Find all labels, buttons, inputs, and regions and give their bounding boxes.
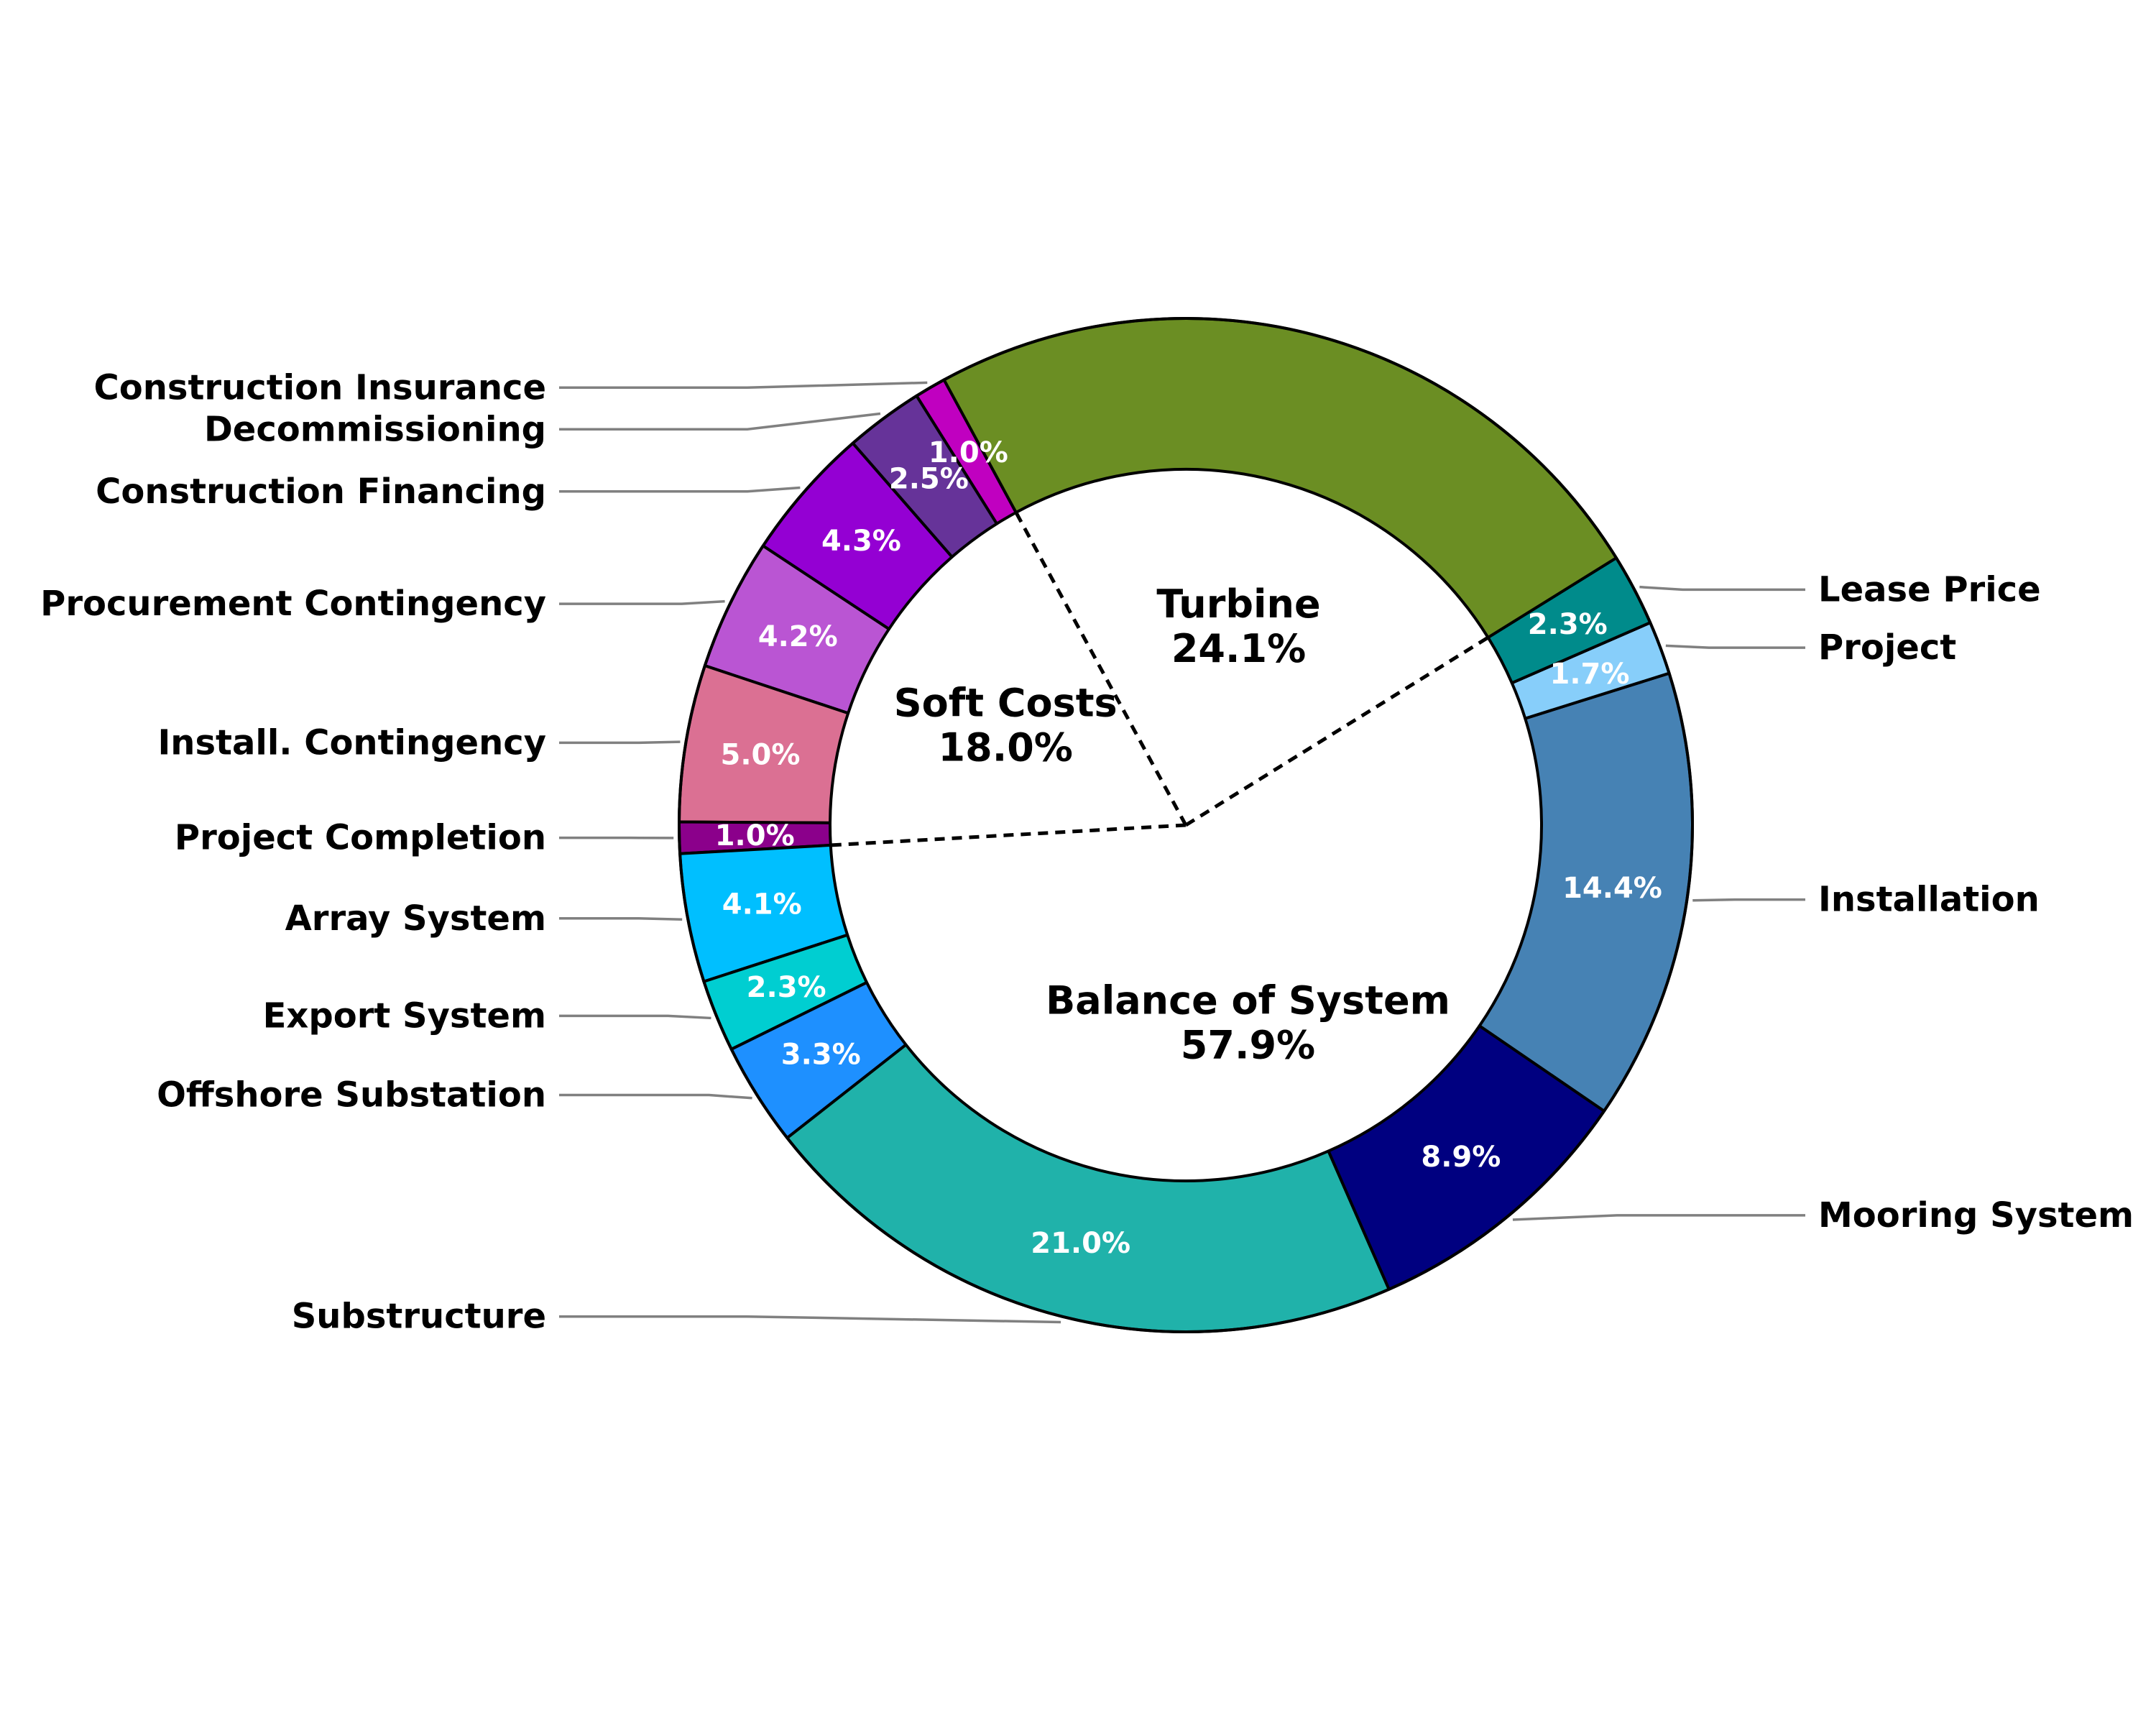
group-divider-3 [1184,635,1489,827]
leader-line-construction-financing [559,486,801,493]
slice-label-group: 1.0%2.5%4.3%4.2%5.0%1.0%4.1%2.3%3.3%21.0… [715,436,1662,1260]
leader-line-export-system [559,1014,711,1020]
outer-label-group: Construction InsuranceDecommissioningCon… [40,367,2134,1336]
group-name-turbine: Turbine [1156,581,1320,627]
outer-label-substructure: Substructure [292,1297,546,1337]
group-divider-group [830,511,1489,847]
leader-line-construction-insurance [559,381,928,390]
outer-label-project: Project [1818,627,1956,668]
outer-label-construction-insurance: Construction Insurance [94,367,546,408]
group-divider-2 [830,823,1187,847]
outer-label-offshore-substation: Offshore Substation [157,1075,546,1116]
outer-label-installation: Installation [1818,880,2040,920]
slice-percent-export-system: 2.3% [747,971,826,1004]
leader-line-installation [1692,898,1805,902]
outer-label-construction-financing: Construction Financing [96,472,546,512]
outer-label-array-system: Array System [285,898,546,939]
group-percent-soft-costs: 18.0% [939,725,1073,770]
outer-label-mooring-system: Mooring System [1818,1195,2134,1236]
slice-percent-project: 1.7% [1550,658,1630,691]
leader-line-procurement-contingency [559,599,725,605]
group-name-soft-costs: Soft Costs [894,681,1118,726]
slice-percent-lease-price: 2.3% [1528,608,1608,641]
leader-line-substructure [559,1315,1061,1324]
slice-percent-procurement-contingency: 4.2% [758,620,838,653]
leader-line-decommissioning [559,412,881,431]
slice-percent-construction-insurance: 1.0% [929,436,1008,469]
slice-substructure [786,1043,1391,1333]
slice-percent-install-contingency: 5.0% [721,738,801,771]
group-name-balance-of-system: Balance of System [1046,978,1450,1023]
slice-percent-mooring-system: 8.9% [1421,1141,1501,1174]
slice-percent-array-system: 4.1% [722,888,802,921]
leader-line-group [559,381,1805,1324]
leader-line-mooring-system [1512,1214,1805,1221]
slice-percent-decommissioning: 2.5% [889,462,969,495]
leader-line-project [1665,644,1805,649]
group-percent-balance-of-system: 57.9% [1181,1022,1315,1067]
slice-percent-construction-financing: 4.3% [821,525,901,558]
slice-percent-substructure: 21.0% [1031,1227,1130,1260]
slice-group [678,317,1694,1333]
outer-label-install-contingency: Install. Contingency [157,722,546,763]
outer-label-decommissioning: Decommissioning [204,409,546,449]
leader-line-offshore-substation [559,1093,752,1100]
leader-line-lease-price [1639,585,1805,592]
slice-percent-offshore-substation: 3.3% [781,1039,861,1072]
outer-label-lease-price: Lease Price [1818,569,2041,610]
outer-ring [678,317,1694,1333]
group-percent-turbine: 24.1% [1171,626,1306,671]
slice-percent-installation: 14.4% [1562,872,1662,905]
inner-ring [829,469,1542,1182]
outer-label-export-system: Export System [263,995,546,1036]
slice-percent-project-completion: 1.0% [715,819,795,852]
outer-label-project-completion: Project Completion [175,818,546,858]
outer-label-procurement-contingency: Procurement Contingency [40,584,546,624]
group-divider-1 [1014,511,1188,827]
